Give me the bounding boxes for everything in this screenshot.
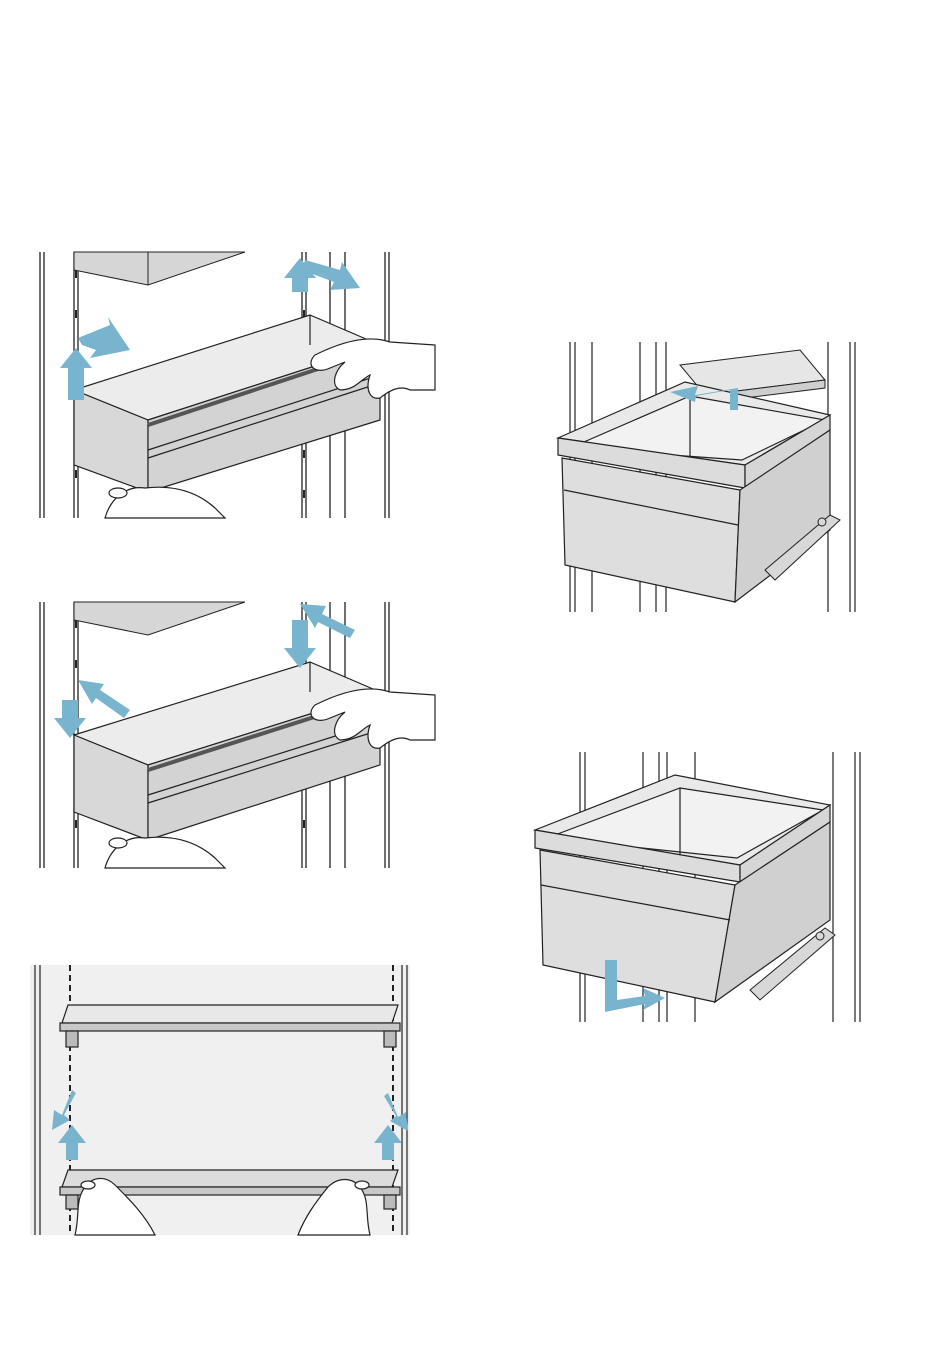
drawer <box>558 382 830 602</box>
figure-drawer-remove <box>550 340 870 615</box>
figure-glass-shelf-remove <box>30 965 415 1240</box>
door-bin <box>74 662 380 840</box>
figure-door-bin-remove <box>30 250 450 520</box>
figure-drawer-insert <box>525 750 870 1025</box>
figure-door-bin-insert <box>30 600 450 870</box>
upper-door-bin <box>74 252 245 285</box>
upper-door-bin <box>74 602 245 635</box>
